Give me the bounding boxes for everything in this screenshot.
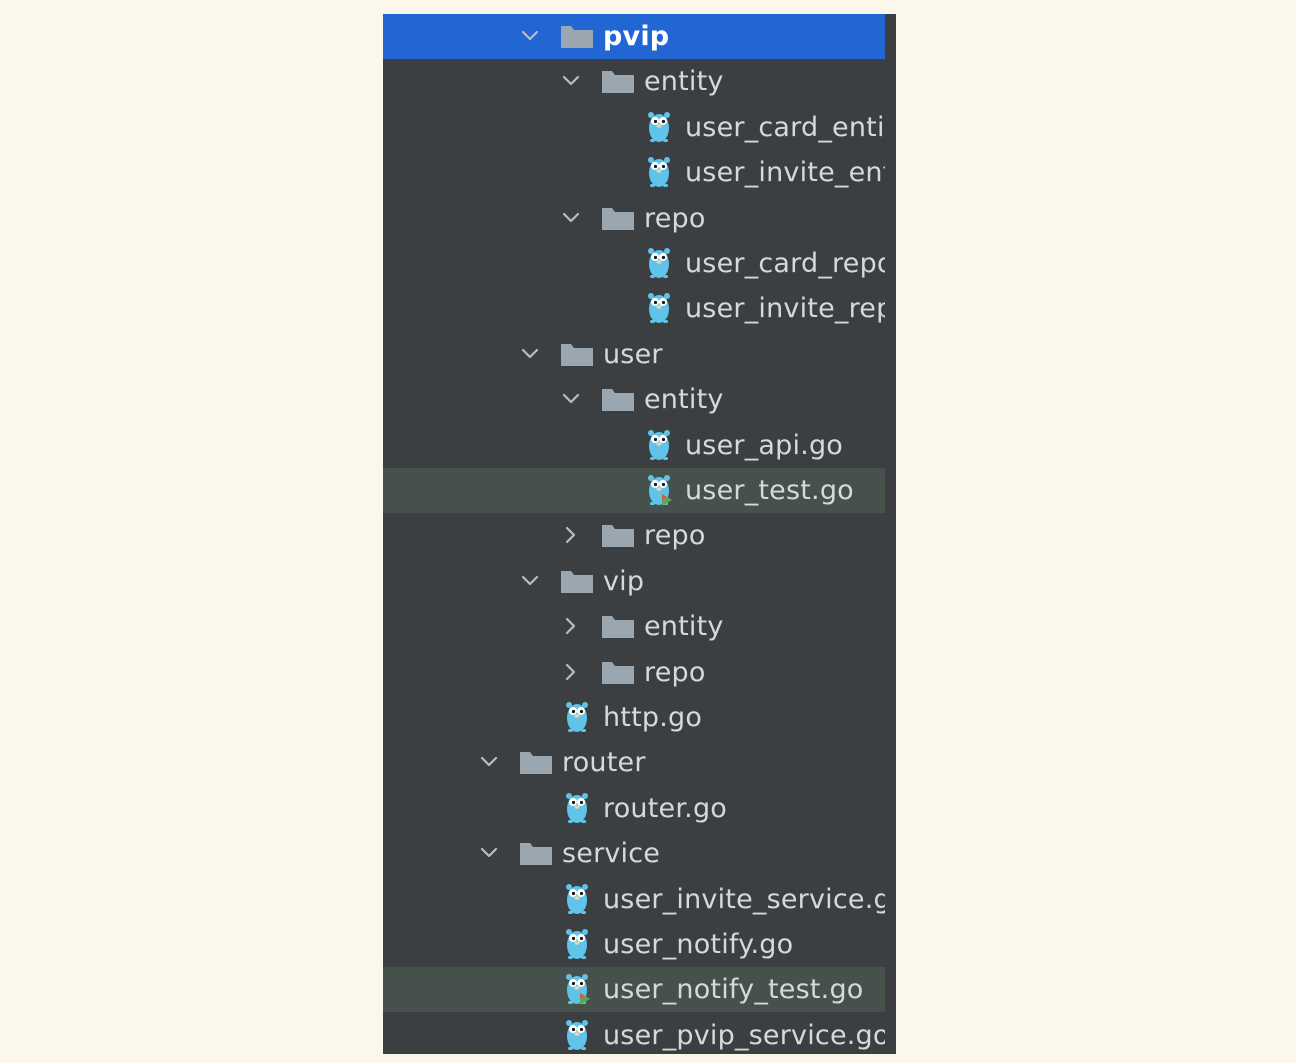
chevron-right-icon[interactable]	[561, 662, 581, 682]
tree-item-label: pvip	[603, 21, 670, 52]
tree-file-row[interactable]: user_invite_entity	[383, 150, 885, 195]
tree-item-label: user_api.go	[685, 430, 844, 461]
tree-item-label: vip	[603, 566, 645, 597]
tree-item-label: user_card_entity.	[685, 112, 885, 143]
tree-folder-row[interactable]: service	[383, 831, 885, 876]
tree-item-label: entity	[644, 611, 724, 642]
tree-item-label: user_invite_service.go	[603, 884, 885, 915]
chevron-right-icon[interactable]	[561, 616, 581, 636]
tree-item-label: repo	[644, 657, 706, 688]
chevron-down-icon[interactable]	[561, 389, 581, 409]
tree-folder-row[interactable]: vip	[383, 559, 885, 604]
gopher-file-icon	[562, 1018, 596, 1052]
folder-icon	[601, 384, 635, 414]
tree-folder-row[interactable]: user	[383, 332, 885, 377]
tree-folder-row[interactable]: entity	[383, 377, 885, 422]
folder-icon	[601, 520, 635, 550]
tree-file-row[interactable]: user_card_repo.g	[383, 241, 885, 286]
folder-icon	[601, 203, 635, 233]
tree-file-row[interactable]: user_invite_repo.	[383, 286, 885, 331]
folder-icon	[560, 21, 594, 51]
chevron-down-icon[interactable]	[479, 843, 499, 863]
folder-icon	[560, 339, 594, 369]
tree-folder-row[interactable]: repo	[383, 513, 885, 558]
scrollbar-track[interactable]	[885, 14, 896, 1054]
folder-icon	[601, 611, 635, 641]
gopher-file-icon	[644, 428, 678, 462]
gopher-file-icon	[644, 246, 678, 280]
gopher-file-icon	[644, 291, 678, 325]
tree-item-label: user	[603, 339, 663, 370]
tree-folder-row[interactable]: router	[383, 740, 885, 785]
tree-file-row[interactable]: user_notify_test.go	[383, 967, 885, 1012]
tree-item-label: repo	[644, 520, 706, 551]
folder-icon	[601, 66, 635, 96]
tree-item-label: repo	[644, 203, 706, 234]
tree-folder-row[interactable]: repo	[383, 196, 885, 241]
tree-item-label: user_invite_repo.	[685, 293, 885, 324]
tree-item-label: entity	[644, 66, 724, 97]
folder-icon	[601, 657, 635, 687]
chevron-right-icon[interactable]	[561, 525, 581, 545]
tree-file-row[interactable]: user_test.go	[383, 468, 885, 513]
tree-item-label: router.go	[603, 793, 727, 824]
tree-item-label: service	[562, 838, 661, 869]
chevron-down-icon[interactable]	[520, 344, 540, 364]
folder-icon	[560, 566, 594, 596]
tree-file-row[interactable]: user_notify.go	[383, 922, 885, 967]
tree-item-label: entity	[644, 384, 724, 415]
gopher-file-icon	[644, 110, 678, 144]
chevron-down-icon[interactable]	[561, 208, 581, 228]
folder-icon	[519, 747, 553, 777]
gopher-test-file-icon	[562, 972, 596, 1006]
gopher-file-icon	[644, 155, 678, 189]
tree-file-row[interactable]: http.go	[383, 695, 885, 740]
tree-file-row[interactable]: router.go	[383, 786, 885, 831]
project-tree-panel: pvip entity user_card_entity. user_invite_e…	[383, 14, 896, 1054]
gopher-file-icon	[562, 791, 596, 825]
tree-file-row[interactable]: user_api.go	[383, 423, 885, 468]
tree-folder-row[interactable]: pvip	[383, 14, 885, 59]
tree-file-row[interactable]: user_invite_service.go	[383, 877, 885, 922]
chevron-down-icon[interactable]	[561, 71, 581, 91]
tree-folder-row[interactable]: repo	[383, 650, 885, 695]
gopher-file-icon	[562, 927, 596, 961]
tree-item-label: router	[562, 747, 646, 778]
folder-icon	[519, 838, 553, 868]
tree-item-label: user_pvip_service.go	[603, 1020, 885, 1051]
tree-item-label: user_test.go	[685, 475, 854, 506]
tree-file-row[interactable]: user_pvip_service.go	[383, 1013, 885, 1054]
gopher-file-icon	[562, 882, 596, 916]
chevron-down-icon[interactable]	[479, 752, 499, 772]
tree-file-row[interactable]: user_card_entity.	[383, 105, 885, 150]
gopher-test-file-icon	[644, 473, 678, 507]
tree-item-label: user_invite_entity	[685, 157, 885, 188]
tree-item-label: user_notify.go	[603, 929, 794, 960]
gopher-file-icon	[562, 700, 596, 734]
tree-folder-row[interactable]: entity	[383, 59, 885, 104]
chevron-down-icon[interactable]	[520, 26, 540, 46]
tree-item-label: http.go	[603, 702, 703, 733]
project-tree: pvip entity user_card_entity. user_invite_e…	[383, 14, 885, 1054]
tree-item-label: user_notify_test.go	[603, 974, 864, 1005]
chevron-down-icon[interactable]	[520, 571, 540, 591]
tree-folder-row[interactable]: entity	[383, 604, 885, 649]
tree-item-label: user_card_repo.g	[685, 248, 885, 279]
